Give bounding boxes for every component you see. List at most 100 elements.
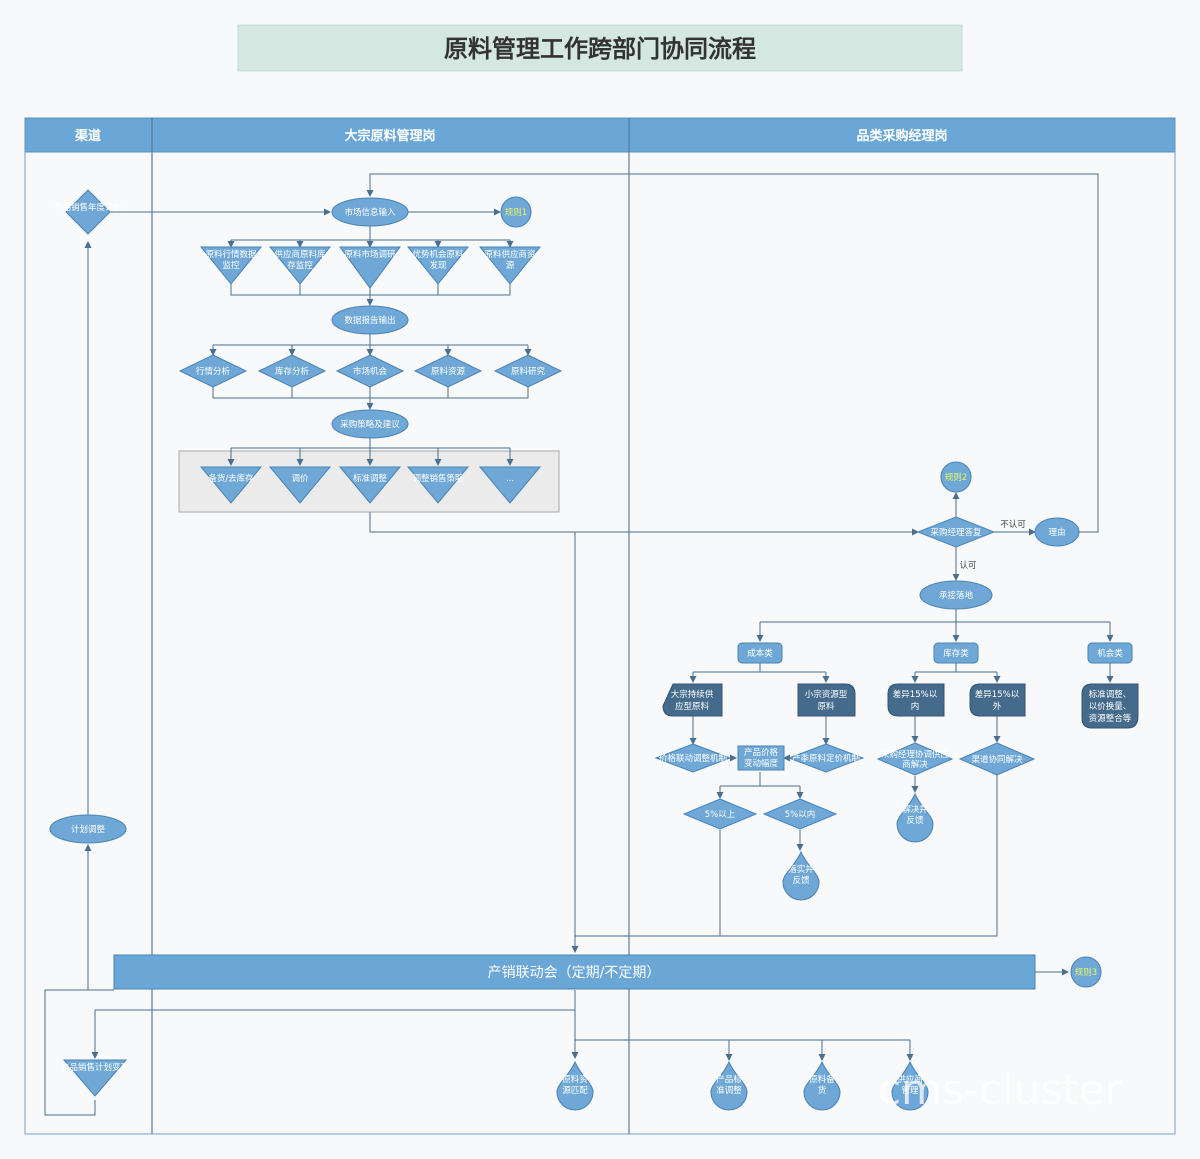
- analysis-node: [335, 354, 405, 388]
- plan-change-node: [62, 1059, 128, 1097]
- action-node: [338, 466, 402, 504]
- market-input-label: 市场信息输入: [344, 207, 396, 218]
- rule2-node: [940, 461, 972, 493]
- analysis-label: 库存分析: [275, 366, 310, 377]
- price-link-label: 价格联动调整机制: [659, 753, 727, 764]
- not-approved-label: 不认可: [1000, 519, 1026, 530]
- meeting-banner: [113, 954, 1036, 990]
- analysis-label: 市场机会: [353, 366, 388, 377]
- price-range-label-1: 产品价格: [744, 747, 779, 758]
- strategy-label: 采购策略及建议: [340, 419, 400, 430]
- opp-detail-label-2: 以价换量、: [1089, 701, 1132, 712]
- action-label: 备货/去库存: [208, 473, 254, 484]
- lane-header-category: 品类采购经理岗: [856, 128, 947, 144]
- analysis-label: 原料资源: [431, 366, 466, 377]
- manager-coord-label-2: 商解决: [902, 759, 928, 770]
- solve-feedback-label-2: 反馈: [906, 815, 924, 826]
- price-range-node: [737, 745, 785, 771]
- annual-plan-label: 产品销售年度计划: [54, 202, 122, 213]
- output-label: 准调整: [716, 1085, 742, 1096]
- approved-label: 认可: [959, 560, 977, 571]
- rule2-label: 规则2: [945, 472, 967, 483]
- manager-coord-label-1: 采购经理协调供应: [881, 749, 950, 760]
- cost-a-label-1: 大宗持续供: [671, 689, 714, 700]
- type-cost-label: 成本类: [747, 648, 773, 659]
- type-stock-label: 库存类: [943, 648, 969, 659]
- rule3-node: [1070, 956, 1102, 988]
- monitor-label: 源: [506, 261, 515, 271]
- monitor-label: 存监控: [287, 260, 313, 271]
- monitor-node: [339, 246, 401, 289]
- analysis-node: [178, 354, 248, 388]
- analysis-node: [493, 354, 563, 388]
- opp-detail-label-1: 标准调整、: [1089, 689, 1132, 700]
- type-opportunity-label: 机会类: [1097, 648, 1123, 659]
- monitor-label: 优势机会原料: [412, 249, 464, 260]
- rule1-label: 规则1: [505, 207, 527, 218]
- monitor-node: [478, 246, 542, 285]
- diff-out-label-2: 外: [993, 701, 1002, 712]
- cost-a-label-2: 应型原料: [675, 701, 710, 712]
- output-label: 源匹配: [562, 1086, 588, 1096]
- type-opportunity-node: [1087, 642, 1133, 664]
- manager-reply-label: 采购经理答复: [930, 527, 982, 538]
- data-report-label: 数据报告输出: [344, 315, 395, 326]
- diff-out-node: [969, 683, 1026, 717]
- price-range-label-2: 变动幅度: [744, 758, 779, 769]
- price-link-node: [654, 743, 732, 773]
- manager-coord-node: [876, 742, 954, 776]
- analysis-label: 行情分析: [196, 366, 231, 377]
- plan-adjust-node: [49, 814, 127, 844]
- analysis-label: 原料研究: [511, 366, 546, 377]
- analysis-node: [413, 354, 483, 388]
- action-label: ...: [506, 474, 514, 484]
- action-label: 调整销售策略: [412, 473, 464, 484]
- diff-in-node: [887, 683, 945, 717]
- strategy-node: [331, 409, 409, 439]
- type-stock-node: [933, 642, 979, 664]
- action-label: 调价: [291, 474, 309, 484]
- output-label: 供应商: [897, 1074, 923, 1085]
- title-banner: [237, 24, 963, 72]
- reason-node: [1034, 517, 1080, 547]
- manager-reply-diamond: [916, 516, 996, 548]
- rule1-node: [500, 196, 532, 228]
- diff-out-label-1: 差异15%以: [975, 689, 1020, 700]
- output-label: 原料备: [809, 1074, 835, 1085]
- implement-feedback-node: [782, 850, 820, 901]
- monitor-label: 供应商原料库: [274, 249, 326, 260]
- action-node: [478, 466, 542, 504]
- solve-feedback-node: [896, 792, 934, 843]
- action-label: 标准调整: [353, 473, 388, 484]
- diff-in-label-2: 内: [911, 701, 920, 712]
- action-node: [406, 466, 470, 504]
- page-title: 原料管理工作跨部门协同流程: [444, 35, 756, 63]
- season-price-node: [787, 743, 865, 773]
- output-node: [803, 1060, 841, 1111]
- watermark: cms-cluster: [878, 1065, 1123, 1114]
- rule3-label: 规则3: [1075, 967, 1097, 978]
- type-cost-node: [737, 642, 783, 664]
- monitor-node: [199, 246, 263, 285]
- lane-header-bar: [24, 117, 1176, 153]
- output-label: 货: [818, 1085, 827, 1096]
- output-node: [556, 1060, 594, 1111]
- opp-detail-node: [1081, 683, 1139, 729]
- implement-node: [919, 580, 993, 610]
- actions-group: 备货/去库存 调价 标准调整 调整销售策略...: [199, 466, 542, 504]
- plan-change-label: 产品销售计划变更: [61, 1062, 130, 1073]
- above5-node: [682, 798, 758, 830]
- output-label: 管理: [901, 1085, 919, 1096]
- plan-adjust-label: 计划调整: [71, 824, 106, 835]
- cost-a-node: [662, 683, 723, 717]
- analysis-node: [257, 354, 327, 388]
- data-report-node: [331, 305, 409, 335]
- monitor-label: 原料市场调研: [344, 249, 396, 260]
- lane-header-channel: 渠道: [74, 128, 101, 144]
- output-label: 原料资: [562, 1074, 588, 1085]
- output-node: [710, 1060, 748, 1111]
- monitor-label: 原料供应商资: [484, 249, 536, 260]
- monitor-node: [268, 246, 332, 285]
